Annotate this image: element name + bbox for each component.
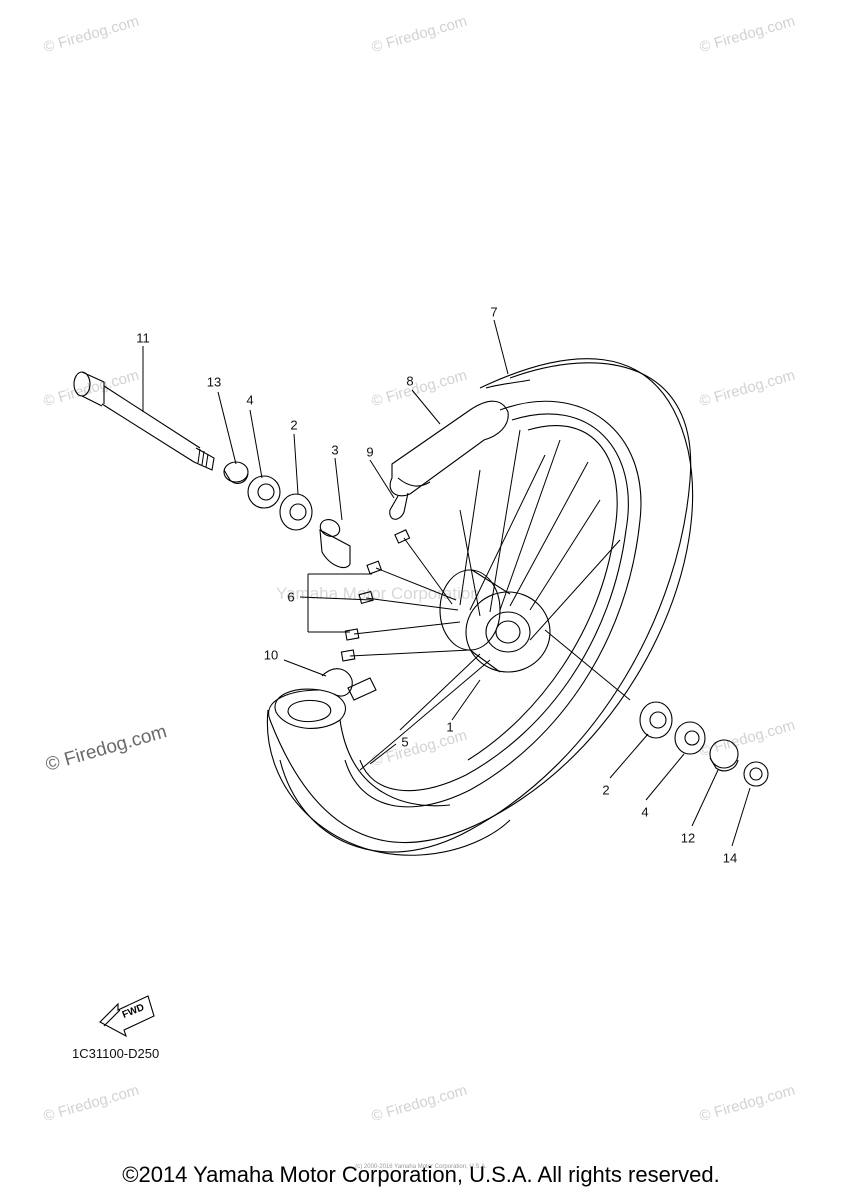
fwd-arrow-icon <box>99 995 155 1038</box>
bearing-right <box>639 701 673 739</box>
callout-6: 6 <box>287 589 295 605</box>
spokes <box>349 429 631 771</box>
callout-4: 4 <box>246 392 254 408</box>
tiny-credit: (c) 2000-2016 Yamaha Motor Corporation, … <box>355 1164 487 1170</box>
rim-outline <box>344 400 642 808</box>
tire-outline <box>268 358 694 843</box>
callout-13: 13 <box>206 374 222 390</box>
callout-3: 3 <box>331 442 339 458</box>
tube-valve <box>274 688 346 729</box>
rim-tape <box>389 400 509 497</box>
oil-seal-left <box>247 475 281 509</box>
oil-seal-right <box>674 721 706 755</box>
spacer <box>319 529 351 569</box>
callout-10: 10 <box>263 647 279 663</box>
axle <box>73 371 215 471</box>
collar-14 <box>743 761 769 787</box>
callout-2: 2 <box>602 782 610 798</box>
bearing-left <box>279 493 313 531</box>
hub-flange <box>465 591 551 673</box>
callout-9: 9 <box>366 444 374 460</box>
callout-7: 7 <box>490 304 498 320</box>
callout-2: 2 <box>290 417 298 433</box>
callout-14: 14 <box>722 850 738 866</box>
collar-12 <box>709 739 739 769</box>
copyright-notice: ©2014 Yamaha Motor Corporation, U.S.A. A… <box>122 1162 720 1187</box>
leader-lines <box>142 319 751 847</box>
collar-13 <box>223 461 249 483</box>
diagram-code: 1C31100-D250 <box>72 1046 160 1061</box>
callout-8: 8 <box>406 373 414 389</box>
callout-5: 5 <box>401 734 409 750</box>
callout-12: 12 <box>680 830 696 846</box>
callout-1: 1 <box>446 719 454 735</box>
callout-11: 11 <box>136 330 150 346</box>
callout-4: 4 <box>641 804 649 820</box>
